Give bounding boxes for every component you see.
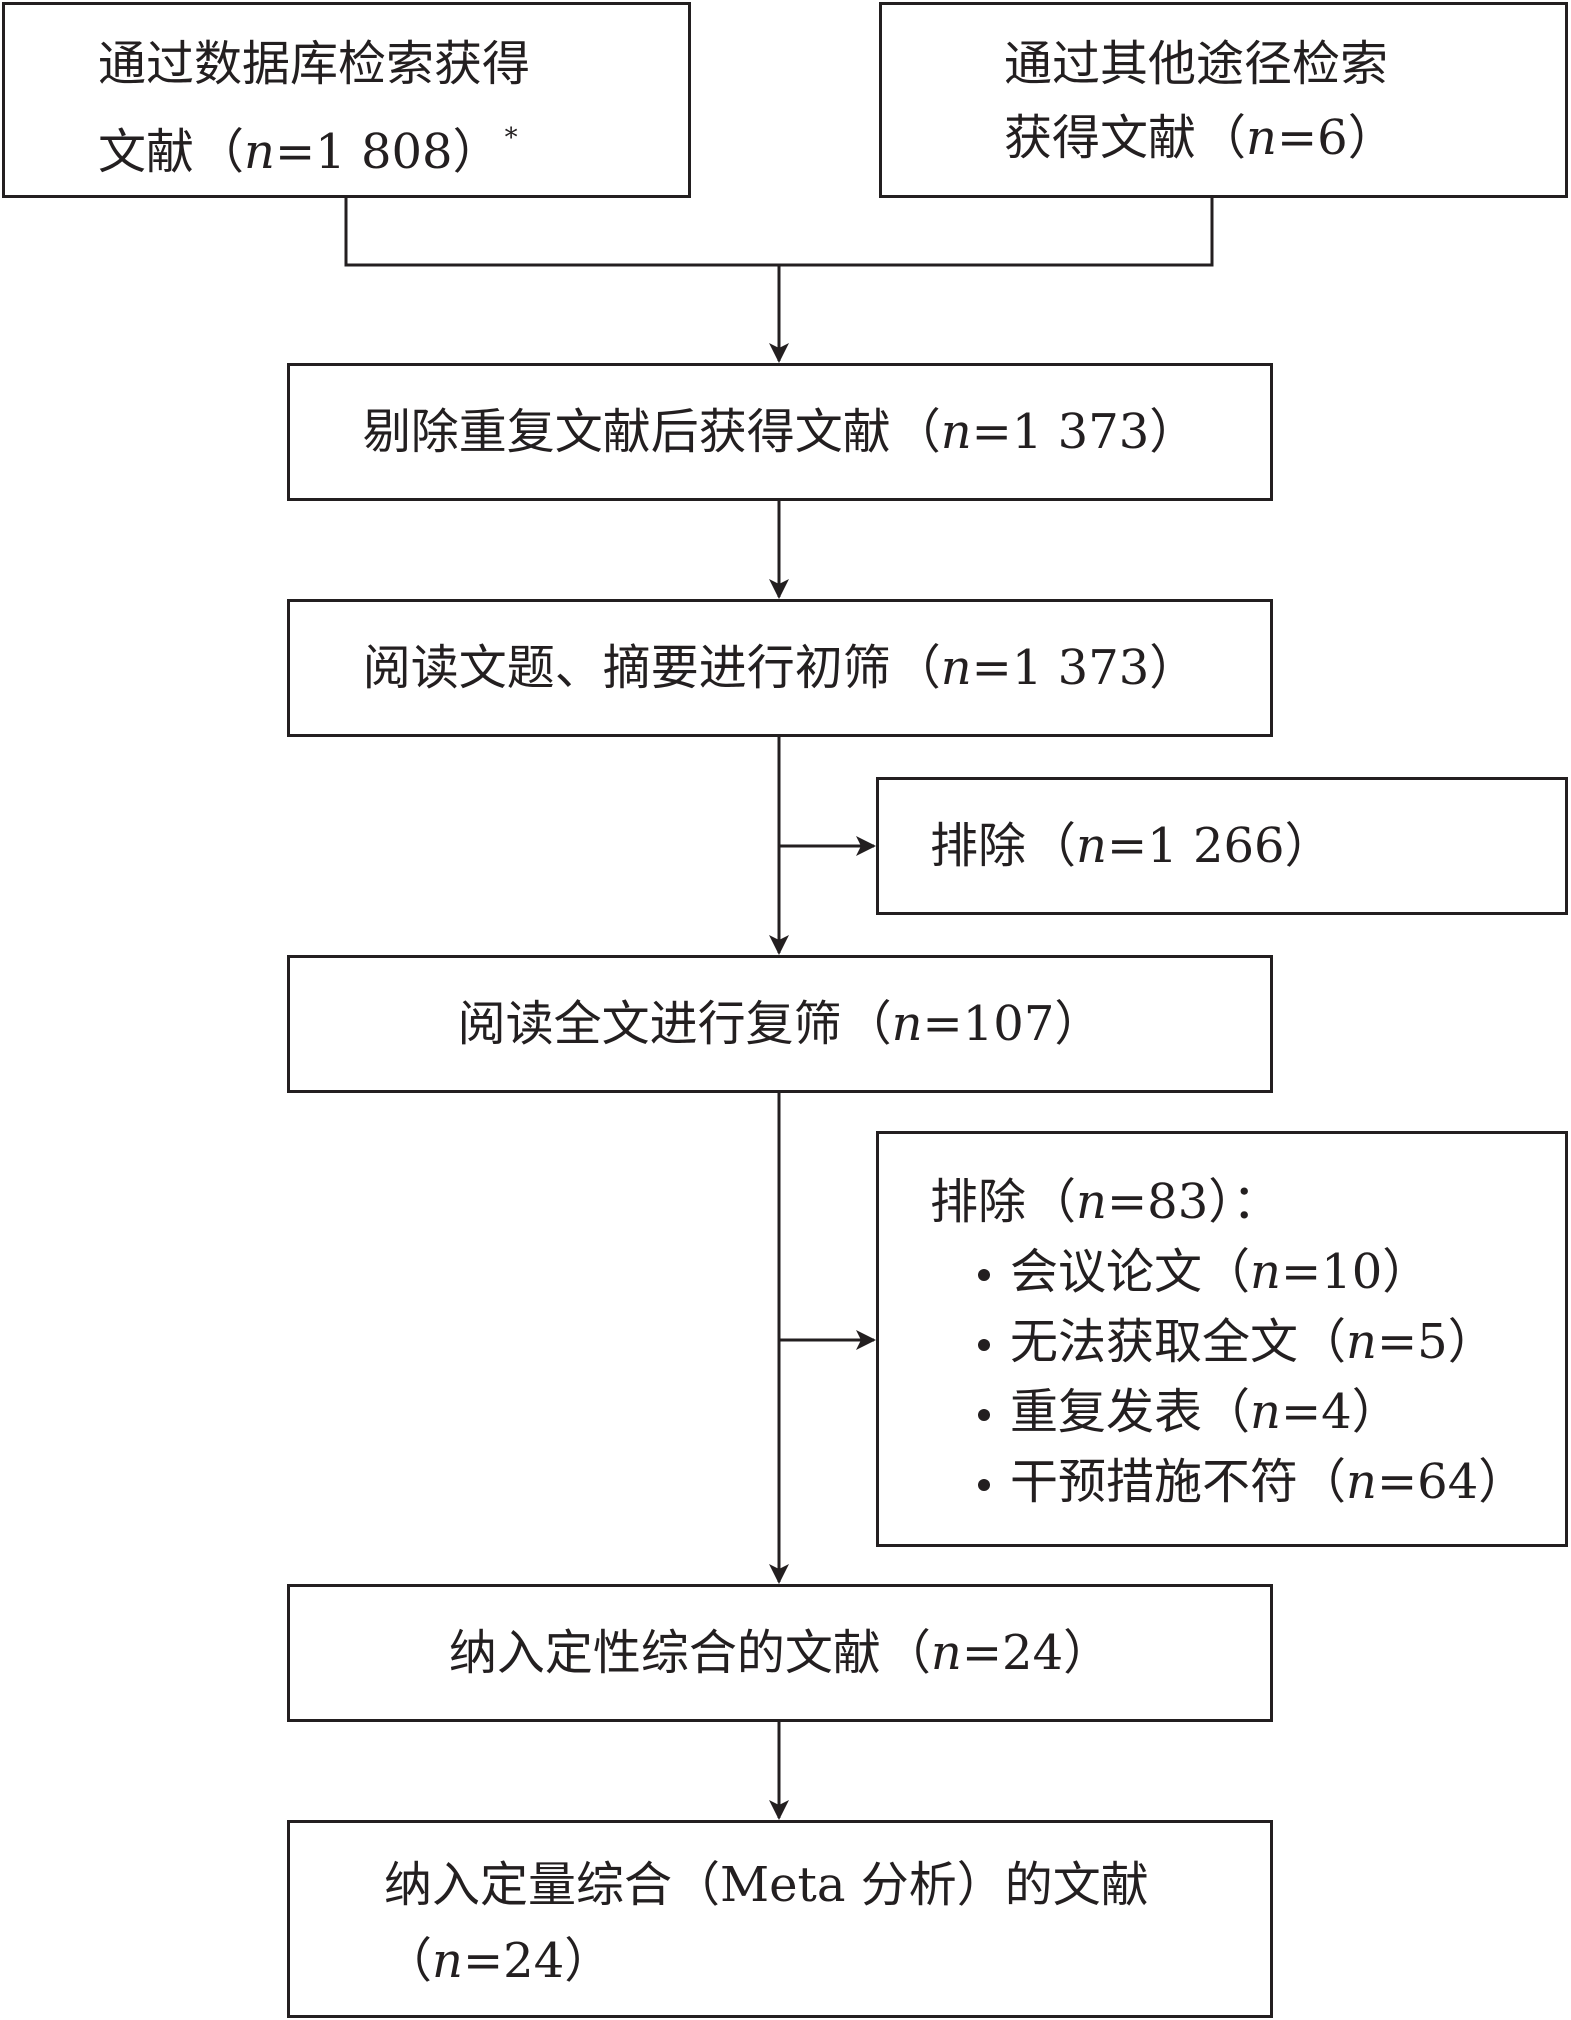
bullet-icon <box>978 1409 990 1421</box>
quantitative-label: 纳入定量综合（Meta 分析）的文献 <box>384 1857 1149 1913</box>
excluded-1-count: 1 266 <box>1147 818 1285 874</box>
database-search-line1: 通过数据库检索获得 <box>98 36 531 92</box>
full-text-count: 107 <box>962 996 1055 1052</box>
other-search-box: 通过其他途径检索 获得文献（n=6） <box>879 2 1568 198</box>
list-item: 无法获取全文（n=5） <box>930 1307 1565 1377</box>
qualitative-label: 纳入定性综合的文献 <box>448 1625 881 1681</box>
full-text-label: 阅读全文进行复筛 <box>457 996 842 1052</box>
initial-screen-box: 阅读文题、摘要进行初筛（n=1 373） <box>287 599 1273 737</box>
initial-screen-count: 1 373 <box>1011 640 1150 696</box>
excluded-box-1: 排除（n=1 266） <box>876 777 1568 915</box>
bullet-icon <box>978 1479 990 1491</box>
dedup-box: 剔除重复文献后获得文献（n=1 373） <box>287 363 1273 501</box>
other-search-line1: 通过其他途径检索 <box>1004 36 1389 92</box>
list-item: 重复发表（n=4） <box>930 1377 1565 1447</box>
initial-screen-label: 阅读文题、摘要进行初筛 <box>362 640 891 696</box>
full-text-box: 阅读全文进行复筛（n=107） <box>287 955 1273 1093</box>
quantitative-line2: （n=24） <box>384 1933 613 1989</box>
database-search-box: 通过数据库检索获得 文献（n=1 808）* <box>2 2 691 198</box>
qualitative-count: 24 <box>1002 1625 1064 1681</box>
qualitative-box: 纳入定性综合的文献（n=24） <box>287 1584 1273 1722</box>
bullet-icon <box>978 1269 990 1281</box>
dedup-count: 1 373 <box>1011 404 1150 460</box>
database-search-count: 1 808 <box>315 124 453 180</box>
other-search-line2: 获得文献（n=6） <box>1004 110 1396 166</box>
database-search-line2: 文献（n=1 808）* <box>98 123 518 180</box>
merge-connector <box>344 198 1214 267</box>
quantitative-box: 纳入定量综合（Meta 分析）的文献 （n=24） <box>287 1820 1273 2018</box>
excluded-box-2: 排除（n=83）： 会议论文（n=10） 无法获取全文（n=5） 重复发表（n=… <box>876 1131 1568 1547</box>
excluded-2-heading: 排除（n=83）： <box>930 1174 1281 1230</box>
other-search-count: 6 <box>1317 110 1348 166</box>
bullet-icon <box>978 1339 990 1351</box>
excluded-1-label: 排除 <box>930 818 1027 874</box>
dedup-label: 剔除重复文献后获得文献 <box>362 404 891 460</box>
quantitative-count: 24 <box>503 1933 565 1989</box>
excluded-2-count: 83 <box>1147 1174 1209 1230</box>
list-item: 会议论文（n=10） <box>930 1237 1565 1307</box>
list-item: 干预措施不符（n=64） <box>930 1447 1565 1517</box>
exclusion-reasons-list: 会议论文（n=10） 无法获取全文（n=5） 重复发表（n=4） 干预措施不符（… <box>930 1237 1565 1517</box>
footnote-mark: * <box>504 123 518 153</box>
